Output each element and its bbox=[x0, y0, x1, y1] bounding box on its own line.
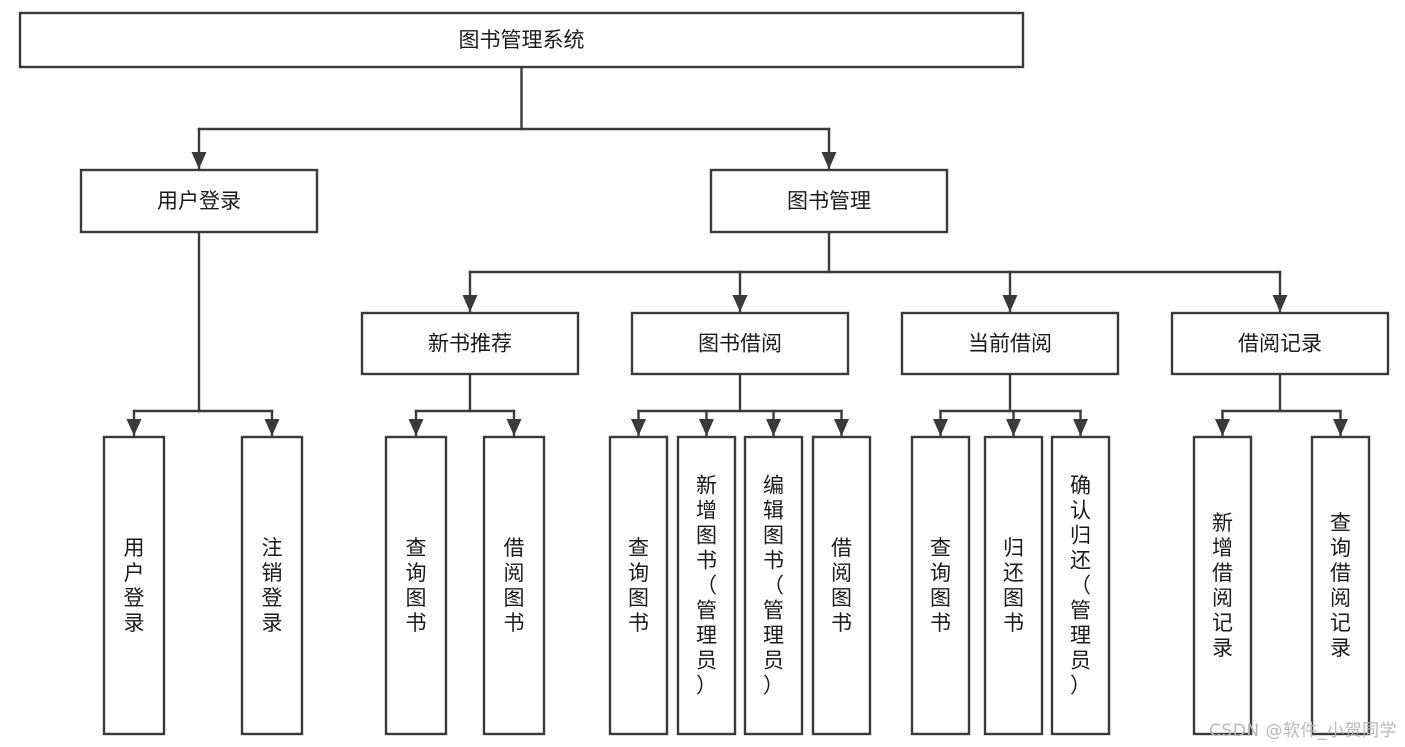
node-leaf-add-book[interactable]: 新增图书（管理员） bbox=[676, 435, 737, 736]
node-leaf-borrow-book-1[interactable]: 借阅图书 bbox=[482, 435, 546, 736]
connectors-layer bbox=[126, 65, 1348, 438]
nodes-layer: 图书管理系统用户登录图书管理新书推荐图书借阅当前借阅借阅记录用户登录注销登录查询… bbox=[18, 11, 1390, 736]
node-leaf-return-book-box[interactable] bbox=[983, 435, 1044, 736]
node-leaf-query-book-2-label: 查询图书 bbox=[628, 536, 649, 635]
connector-arrow-icon bbox=[766, 419, 781, 436]
node-leaf-edit-book[interactable]: 编辑图书（管理员） bbox=[743, 435, 804, 736]
node-leaf-query-book-3-label: 查询图书 bbox=[930, 536, 951, 635]
connector-arrow-icon bbox=[408, 419, 424, 436]
connector-arrow-icon bbox=[506, 419, 522, 436]
connector-arrow-icon bbox=[631, 419, 646, 436]
node-leaf-query-book-2-box[interactable] bbox=[608, 435, 669, 736]
node-leaf-query-book-3[interactable]: 查询图书 bbox=[910, 435, 971, 736]
node-borrow-record[interactable]: 借阅记录 bbox=[1170, 311, 1390, 376]
node-root-root[interactable]: 图书管理系统 bbox=[18, 11, 1025, 69]
node-book-manage-box[interactable] bbox=[709, 168, 949, 234]
node-user-login-box[interactable] bbox=[79, 168, 319, 234]
node-leaf-user-login-label: 用户登录 bbox=[124, 536, 145, 635]
node-leaf-logout[interactable]: 注销登录 bbox=[240, 435, 304, 736]
connector-arrow-icon bbox=[1002, 295, 1018, 312]
node-leaf-query-book-2[interactable]: 查询图书 bbox=[608, 435, 669, 736]
node-book-borrow-label: 图书借阅 bbox=[698, 332, 782, 356]
connector-arrow-icon bbox=[191, 152, 207, 169]
node-current-borrow-label: 当前借阅 bbox=[968, 332, 1052, 356]
node-leaf-edit-book-box[interactable] bbox=[743, 435, 804, 736]
node-leaf-add-record-box[interactable] bbox=[1192, 435, 1253, 736]
node-book-borrow[interactable]: 图书借阅 bbox=[630, 311, 850, 376]
node-leaf-query-book-1-label: 查询图书 bbox=[406, 536, 427, 635]
node-leaf-borrow-book-1-label: 借阅图书 bbox=[504, 536, 525, 635]
connector-arrow-icon bbox=[732, 295, 748, 312]
node-leaf-query-record-label: 查询借阅记录 bbox=[1330, 511, 1351, 660]
node-root-root-box[interactable] bbox=[18, 11, 1025, 69]
node-leaf-logout-label: 注销登录 bbox=[262, 536, 283, 635]
node-leaf-borrow-book-1-box[interactable] bbox=[482, 435, 546, 736]
node-borrow-record-label: 借阅记录 bbox=[1238, 332, 1322, 356]
connector-arrow-icon bbox=[1215, 419, 1230, 436]
connector-arrow-icon bbox=[699, 419, 714, 436]
node-leaf-query-book-3-box[interactable] bbox=[910, 435, 971, 736]
node-new-book-rec-label: 新书推荐 bbox=[428, 332, 512, 356]
node-leaf-borrow-book-2-label: 借阅图书 bbox=[831, 536, 852, 635]
node-new-book-rec[interactable]: 新书推荐 bbox=[360, 311, 580, 376]
node-book-borrow-box[interactable] bbox=[630, 311, 850, 376]
node-leaf-edit-book-label: 编辑图书（管理员） bbox=[763, 474, 784, 698]
node-leaf-add-book-box[interactable] bbox=[676, 435, 737, 736]
node-leaf-confirm-return[interactable]: 确认归还（管理员） bbox=[1050, 435, 1111, 736]
connector-arrow-icon bbox=[1073, 419, 1088, 436]
connector-arrow-icon bbox=[834, 419, 849, 436]
connector-arrow-icon bbox=[933, 419, 948, 436]
node-book-manage-label: 图书管理 bbox=[787, 189, 871, 213]
node-leaf-confirm-return-box[interactable] bbox=[1050, 435, 1111, 736]
node-new-book-rec-box[interactable] bbox=[360, 311, 580, 376]
node-leaf-query-record-box[interactable] bbox=[1310, 435, 1371, 736]
node-root-root-label: 图书管理系统 bbox=[459, 28, 585, 52]
node-leaf-return-book-label: 归还图书 bbox=[1003, 536, 1024, 635]
node-leaf-query-book-1-box[interactable] bbox=[384, 435, 448, 736]
connector-arrow-icon bbox=[821, 152, 837, 169]
node-leaf-add-record-label: 新增借阅记录 bbox=[1212, 511, 1233, 660]
connector-arrow-icon bbox=[462, 295, 478, 312]
connector-arrow-icon bbox=[126, 419, 142, 436]
node-leaf-user-login-box[interactable] bbox=[102, 435, 166, 736]
node-book-manage[interactable]: 图书管理 bbox=[709, 168, 949, 234]
node-leaf-return-book[interactable]: 归还图书 bbox=[983, 435, 1044, 736]
node-current-borrow[interactable]: 当前借阅 bbox=[900, 311, 1120, 376]
node-leaf-borrow-book-2[interactable]: 借阅图书 bbox=[811, 435, 872, 736]
node-leaf-confirm-return-label: 确认归还（管理员） bbox=[1070, 474, 1091, 698]
connector-arrow-icon bbox=[264, 419, 280, 436]
node-leaf-query-record[interactable]: 查询借阅记录 bbox=[1310, 435, 1371, 736]
node-borrow-record-box[interactable] bbox=[1170, 311, 1390, 376]
node-user-login-label: 用户登录 bbox=[157, 189, 241, 213]
node-leaf-add-record[interactable]: 新增借阅记录 bbox=[1192, 435, 1253, 736]
node-leaf-user-login[interactable]: 用户登录 bbox=[102, 435, 166, 736]
node-leaf-add-book-label: 新增图书（管理员） bbox=[696, 474, 717, 698]
csdn-watermark: CSDN @软件_小贺同学 bbox=[1209, 721, 1397, 741]
node-leaf-query-book-1[interactable]: 查询图书 bbox=[384, 435, 448, 736]
node-leaf-logout-box[interactable] bbox=[240, 435, 304, 736]
connector-arrow-icon bbox=[1333, 419, 1348, 436]
node-current-borrow-box[interactable] bbox=[900, 311, 1120, 376]
connector-arrow-icon bbox=[1006, 419, 1021, 436]
node-leaf-borrow-book-2-box[interactable] bbox=[811, 435, 872, 736]
connector-arrow-icon bbox=[1272, 295, 1288, 312]
node-user-login[interactable]: 用户登录 bbox=[79, 168, 319, 234]
